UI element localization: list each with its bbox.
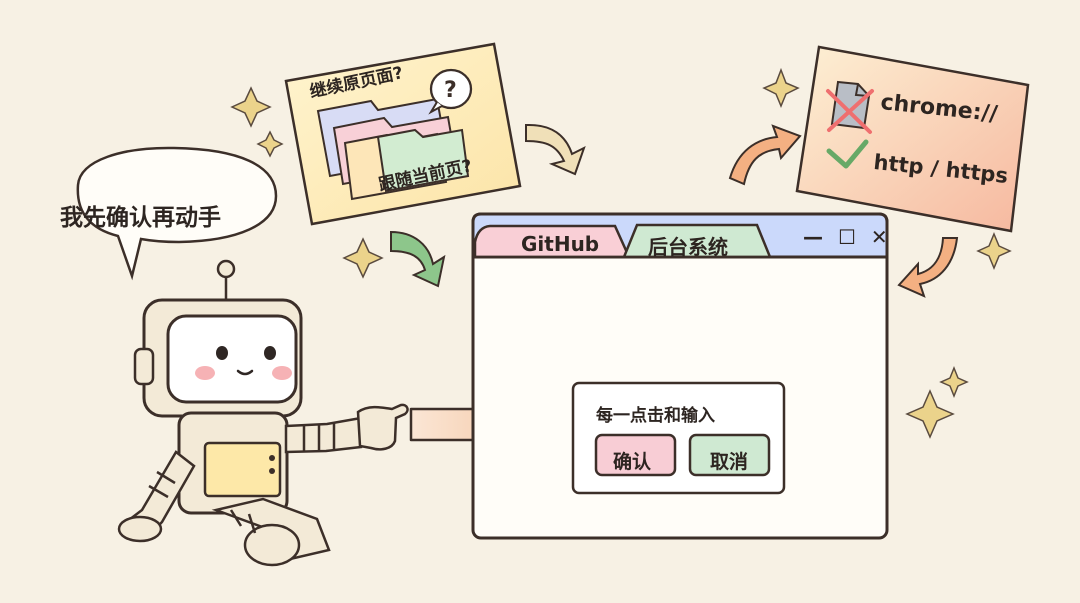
sparkle-icon-left-top <box>230 86 272 128</box>
robot-legs <box>117 450 331 567</box>
question-bubble-icon: ? <box>428 68 473 115</box>
speech-bubble <box>76 146 278 281</box>
tab-admin-system[interactable]: 后台系统 <box>648 235 728 259</box>
sparkle-icon-right-top <box>762 67 800 108</box>
speech-text: 我先确认再动手 <box>60 205 221 231</box>
sparkle-icon-left-small <box>256 130 284 158</box>
robot-pointing-arm <box>284 403 409 454</box>
robot-illustration <box>117 259 409 567</box>
robot-antenna <box>216 259 236 301</box>
svg-text:?: ? <box>444 78 457 103</box>
folder-stack-icon <box>316 97 470 201</box>
sparkle-icon-right-low <box>905 389 955 439</box>
confirm-button[interactable]: 确认 <box>613 451 652 473</box>
sparkle-icon-right-mid <box>976 232 1012 270</box>
cancel-button[interactable]: 取消 <box>710 451 749 473</box>
window-controls[interactable]: — ☐ ✕ <box>803 225 892 249</box>
question-card: ? <box>284 42 522 226</box>
tab-github[interactable]: GitHub <box>521 232 600 256</box>
crossed-file-icon <box>826 80 874 134</box>
check-icon <box>826 139 869 169</box>
arrow-icon-protocol-to-window <box>897 237 959 298</box>
robot-body <box>177 411 289 515</box>
arrow-icon-up-to-protocol <box>728 124 802 186</box>
sparkle-icon-right-low-small <box>939 365 969 399</box>
sparkle-icon-center <box>342 237 384 279</box>
protocol-card <box>795 45 1030 233</box>
robot-head <box>133 298 303 418</box>
arrow-icon-green-down <box>390 230 446 288</box>
dialog-box <box>571 381 786 495</box>
arrow-icon-question-to-window <box>525 123 586 176</box>
dialog-message: 每一点击和输入 <box>596 406 715 426</box>
